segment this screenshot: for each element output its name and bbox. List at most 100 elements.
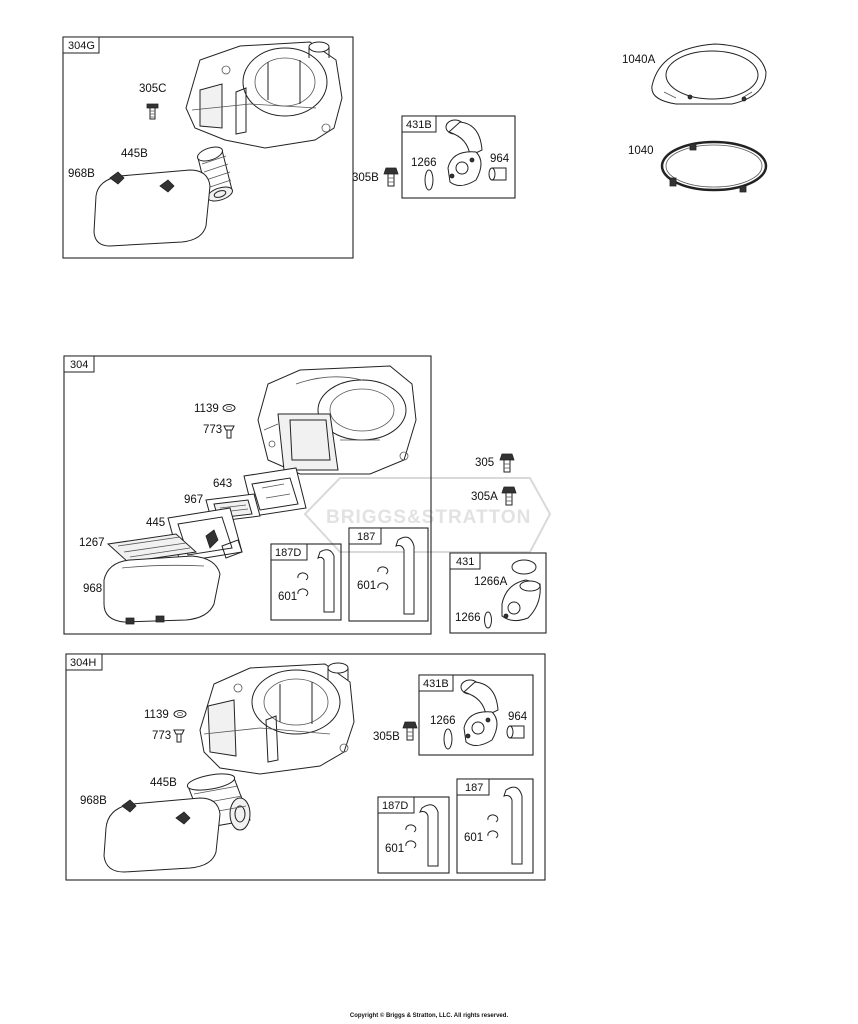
- group-187-mid-tag-box: [348, 527, 382, 545]
- washer-1139-bot: [173, 710, 187, 718]
- label-305B-top: 305B: [352, 172, 379, 184]
- pin-773-bot: [173, 729, 185, 743]
- group-187-mid-tag: 187: [357, 531, 375, 543]
- tube-187-bot: [503, 786, 523, 865]
- group-187-bot-tag-box: [456, 778, 490, 796]
- group-431-frame: [449, 552, 547, 634]
- group-431B-bot-tag-box: [418, 674, 454, 692]
- clamp-601-a-187-bot: [487, 814, 499, 823]
- blower-housing-304H: [199, 662, 355, 775]
- clamp-601-a-187-mid: [377, 566, 389, 575]
- label-601-187-mid: 601: [357, 580, 376, 592]
- group-187D-bot-tag-box: [377, 796, 415, 814]
- tube-187D-bot: [419, 804, 439, 867]
- cover-968B-bot: [103, 797, 221, 873]
- label-968: 968: [83, 583, 102, 595]
- group-187D-mid: 187D 601: [270, 543, 342, 621]
- cover-968B: [93, 169, 211, 247]
- label-964-top: 964: [490, 153, 510, 165]
- label-445B: 445B: [121, 148, 148, 160]
- washer-1139: [222, 404, 236, 412]
- group-187D-mid-tag-box: [270, 543, 308, 561]
- label-968B-bot: 968B: [80, 795, 107, 807]
- blower-housing-304G: [185, 41, 343, 149]
- group-431B-bot-tag: 431B: [423, 678, 449, 690]
- group-431-tag-box: [449, 552, 481, 570]
- grill-1040A: [651, 43, 767, 105]
- group-304G-tag-box: [62, 36, 100, 54]
- cover-968: [103, 555, 221, 625]
- group-187-bot-tag: 187: [465, 782, 483, 794]
- group-431B-top-tag: 431B: [406, 119, 432, 131]
- group-431B-bot-frame: [418, 674, 534, 756]
- pre-cleaner-1267: [106, 533, 198, 563]
- group-431-tag: 431: [456, 556, 474, 568]
- label-1040A: 1040A: [622, 54, 656, 66]
- sleeve-964-bot: [506, 725, 525, 739]
- group-187D-bot-tag: 187D: [382, 800, 408, 812]
- group-304G-tag: 304G: [68, 40, 95, 52]
- group-187-bot-frame: [456, 778, 534, 874]
- group-304-tag: 304: [70, 359, 88, 371]
- label-1139-bot: 1139: [144, 709, 169, 721]
- label-773-mid: 773: [203, 424, 222, 436]
- ring-1040: [660, 140, 768, 193]
- sleeve-964-top: [488, 167, 507, 181]
- label-601-187D-bot: 601: [385, 843, 404, 855]
- label-305A: 305A: [471, 491, 498, 503]
- group-187-bot: 187 601: [456, 778, 534, 874]
- group-431B-top: 431B 1266 964: [401, 115, 516, 199]
- watermark-text: BRIGGS&STRATTON: [326, 507, 531, 528]
- label-968B: 968B: [68, 168, 95, 180]
- o-ring-1266-top: [424, 169, 434, 191]
- label-601-187D-mid: 601: [278, 591, 297, 603]
- tube-187D-mid: [317, 549, 335, 613]
- screw-305B-top: [383, 167, 399, 187]
- group-304G: 304G 305C 4: [62, 36, 354, 259]
- label-601-187-bot: 601: [464, 832, 483, 844]
- label-445: 445: [146, 517, 165, 529]
- label-643: 643: [213, 478, 232, 490]
- elbow-431: [501, 579, 541, 622]
- group-304H-tag-box: [65, 653, 103, 671]
- group-304H-frame: [65, 653, 546, 881]
- label-967: 967: [184, 494, 203, 506]
- label-773-bot: 773: [152, 730, 171, 742]
- watermark-logo: BRIGGS&STRATTON: [303, 477, 552, 553]
- group-304-frame: [63, 355, 432, 635]
- o-ring-1266-mid: [484, 611, 492, 629]
- screw-305B-bot: [402, 721, 418, 741]
- group-187-mid: 187 601: [348, 527, 429, 622]
- screw-305C: [146, 103, 159, 120]
- screw-305: [499, 453, 515, 473]
- label-305C: 305C: [139, 83, 167, 95]
- pin-773: [223, 425, 235, 439]
- elbow-431B-top: [445, 119, 483, 186]
- group-187D-mid-tag: 187D: [275, 547, 301, 559]
- label-1266A: 1266A: [474, 576, 508, 588]
- label-305: 305: [475, 457, 494, 469]
- group-431: 431 1266A 1266: [449, 552, 547, 634]
- group-304: 304 1139 773 643: [63, 355, 432, 635]
- clamp-601-b-187-bot: [487, 830, 499, 839]
- copyright-notice: Copyright © Briggs & Stratton, LLC. All …: [349, 1013, 509, 1019]
- label-1040: 1040: [628, 145, 654, 157]
- label-1266-top: 1266: [411, 157, 437, 169]
- screw-305A: [501, 486, 517, 506]
- group-187-mid-frame: [348, 527, 429, 622]
- clamp-601-b-bot: [405, 840, 417, 849]
- label-964-bot: 964: [508, 711, 528, 723]
- tube-187-mid: [395, 536, 415, 615]
- clamp-601-b-187-mid: [377, 582, 389, 591]
- label-1266-mid: 1266: [455, 612, 481, 624]
- group-431B-bot: 431B 1266 964: [418, 674, 534, 756]
- clamp-601-a-mid: [297, 572, 309, 581]
- label-305B-bot: 305B: [373, 731, 400, 743]
- label-1267: 1267: [79, 537, 105, 549]
- o-ring-1266-bot: [443, 728, 453, 750]
- label-1139-mid: 1139: [194, 403, 219, 415]
- label-1266-bot: 1266: [430, 715, 456, 727]
- group-304H-tag: 304H: [70, 657, 96, 669]
- clamp-601-b-mid: [297, 588, 309, 597]
- label-445B-bot: 445B: [150, 777, 177, 789]
